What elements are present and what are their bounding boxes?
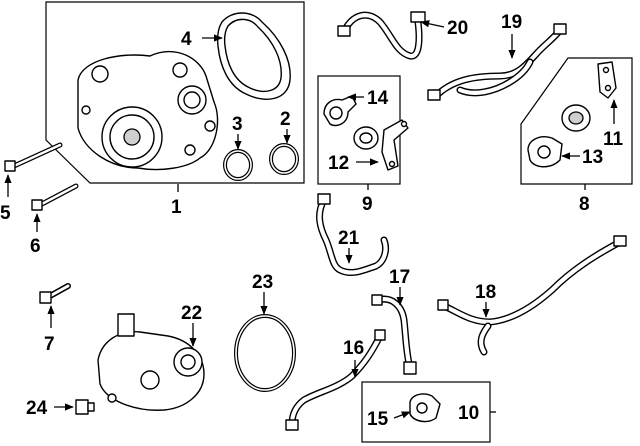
callout-17: 17 [389, 267, 410, 288]
thermostat-housing-14 [323, 95, 357, 127]
coolant-hose-20 [337, 11, 426, 60]
callout-2: 2 [280, 109, 291, 130]
thermostat-housing-22 [97, 313, 205, 411]
callout-3: 3 [232, 114, 243, 135]
auxiliary-coolant-pump-13 [527, 136, 563, 168]
callout-18: 18 [475, 282, 496, 303]
callout-20: 20 [447, 18, 468, 39]
bolt-7 [39, 283, 71, 304]
callout-8: 8 [579, 194, 590, 215]
callout-22: 22 [181, 303, 202, 324]
callout-23: 23 [252, 272, 273, 293]
pump-seal [561, 104, 591, 132]
bolt-6 [31, 183, 79, 211]
pump-gasket-inner [223, 18, 282, 93]
sensor-24 [75, 399, 95, 415]
o-ring-2 [269, 143, 299, 175]
callout-11: 11 [603, 129, 624, 150]
water-pump-drawing [77, 50, 219, 171]
callout-16: 16 [343, 338, 364, 359]
callout-9: 9 [362, 194, 373, 215]
coolant-hose-18 [437, 235, 627, 356]
coolant-hose-19 [427, 23, 567, 101]
coolant-hose-16 [285, 329, 386, 431]
callout-14: 14 [367, 88, 389, 109]
bracket-11 [597, 61, 617, 99]
coolant-pump-group-frame [520, 57, 633, 185]
o-ring-23 [234, 314, 296, 392]
callout-19: 19 [501, 12, 522, 33]
leader-line-20 [420, 20, 445, 28]
leader-line-15 [393, 411, 411, 419]
callout-6: 6 [30, 236, 41, 257]
callout-7: 7 [44, 334, 55, 355]
callout-12: 12 [328, 153, 349, 174]
auxiliary-pump-15 [409, 393, 441, 423]
callout-5: 5 [0, 203, 11, 224]
callout-1: 1 [171, 197, 182, 218]
callout-15: 15 [367, 409, 389, 430]
callout-21: 21 [338, 228, 360, 249]
o-ring-3 [223, 149, 253, 181]
callout-13: 13 [582, 147, 603, 168]
thermostat-ring [353, 126, 379, 150]
coolant-hose-17 [371, 294, 417, 375]
bolt-5 [4, 142, 63, 172]
water-pump-assembly-frame [45, 1, 305, 184]
callout-4: 4 [181, 29, 192, 50]
callout-10: 10 [458, 403, 479, 424]
callout-24: 24 [26, 398, 48, 419]
coolant-hose-21 [316, 193, 390, 276]
thermostat-bracket-12 [381, 119, 409, 171]
